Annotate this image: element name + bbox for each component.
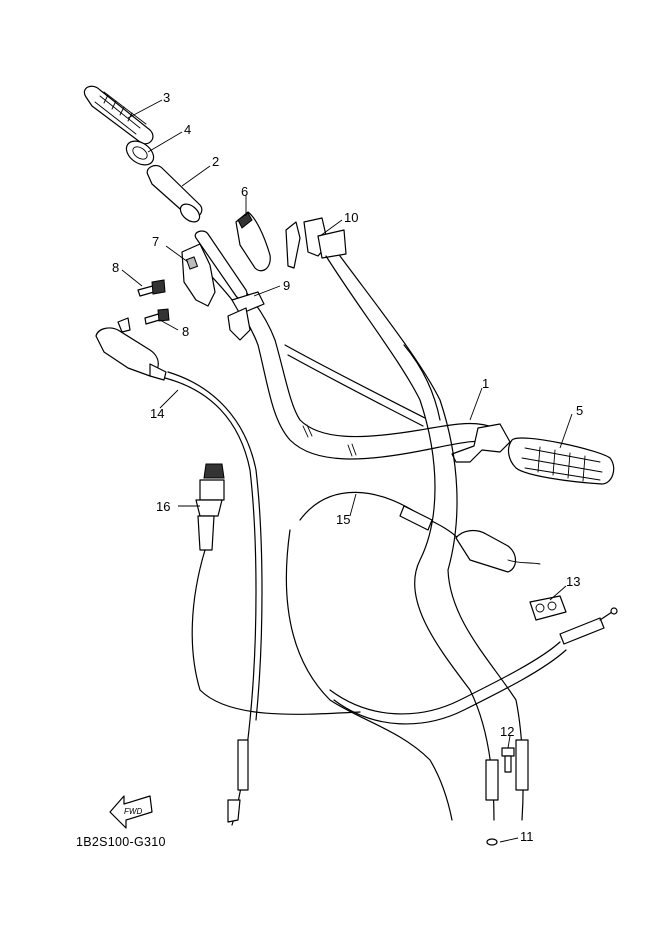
screw-8-lower [144,308,170,325]
throttle-housing-lower-7 [181,243,216,307]
callout-3: 3 [163,90,170,105]
decomp-cable-15 [285,491,461,821]
callout-6: 6 [241,184,248,199]
fwd-label: FWD [124,807,142,816]
washer-11 [486,838,498,846]
callout-8-lower: 8 [182,324,189,339]
callout-15: 15 [336,512,350,527]
callout-12: 12 [500,724,514,739]
throttle-housing-upper-6 [235,211,271,272]
handlebar [195,249,497,460]
callout-7: 7 [152,234,159,249]
cable-guide-13 [529,595,567,621]
grip-collar-4 [125,140,155,166]
callout-10: 10 [344,210,358,225]
drawing-code: 1B2S100-G310 [76,835,166,849]
callout-13: 13 [566,574,580,589]
throttle-tube-2 [146,164,203,223]
throttle-cables-10 [285,217,529,821]
callout-4: 4 [184,122,191,137]
clutch-lever-14 [95,317,167,381]
clutch-cable-14 [164,371,263,826]
decomp-lever [455,529,541,573]
callout-8-upper: 8 [112,260,119,275]
callout-9: 9 [283,278,290,293]
long-cable [329,607,618,725]
callout-2: 2 [212,154,219,169]
callout-1: 1 [482,376,489,391]
callout-5: 5 [576,403,583,418]
fwd-arrow-icon: FWD [109,795,153,829]
choke-knob-16 [191,463,361,715]
leader-lines [121,99,573,843]
callout-14: 14 [150,406,164,421]
cable-adjuster-9 [227,291,265,341]
left-grip-3 [83,85,154,145]
screw-8-upper [137,279,166,297]
callouts: 1 2 3 4 5 6 7 8 8 9 10 11 12 13 14 15 16 [112,90,583,844]
bolt-12 [501,747,515,773]
right-grip-5 [507,437,615,485]
callout-11: 11 [520,829,534,844]
callout-16: 16 [156,499,170,514]
clutch-holder [451,423,511,463]
